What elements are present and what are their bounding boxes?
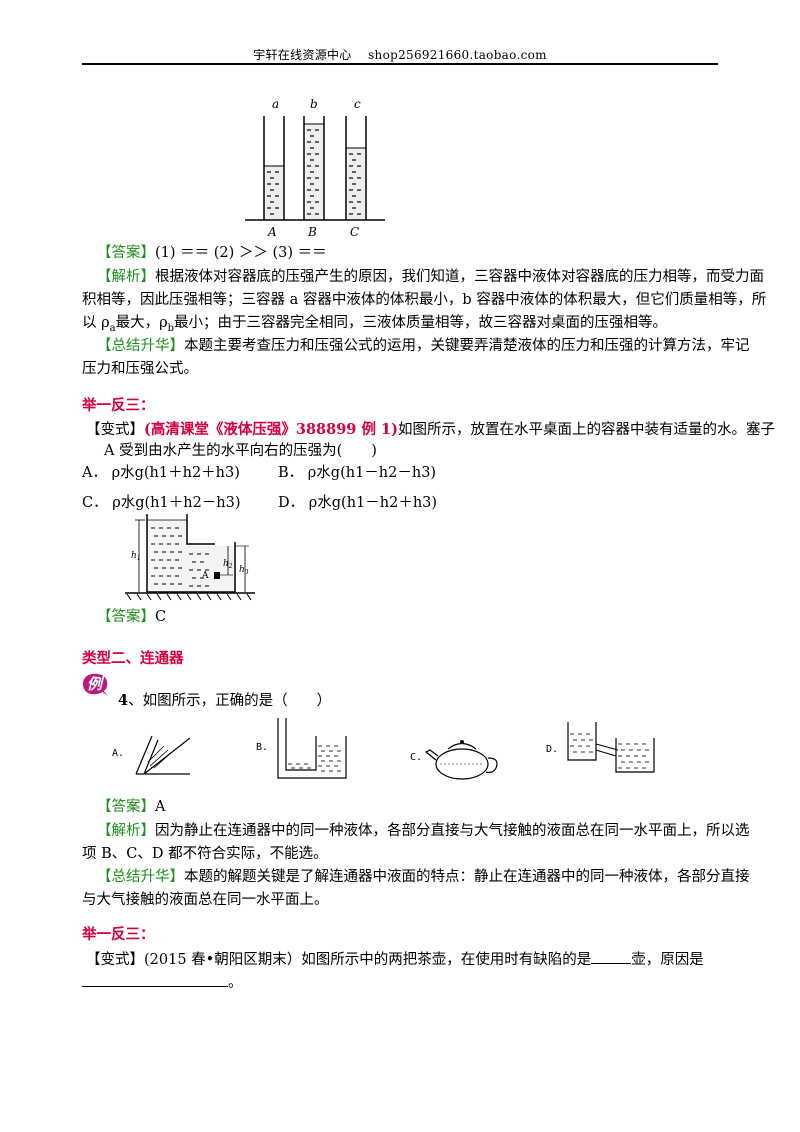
- h3-label: h3: [239, 565, 249, 576]
- question-text: 、如图所示，正确的是（ ）: [128, 693, 332, 709]
- header-rule: [82, 63, 718, 65]
- question-number: 4: [118, 692, 129, 709]
- blank-1[interactable]: [591, 949, 632, 964]
- subscript: a: [109, 322, 116, 334]
- option-text: ρ水g(h1－h2－h3): [307, 465, 437, 481]
- option-a: A． ρ水g(h1＋h2＋h3): [82, 464, 240, 482]
- tube-label-C: C: [350, 225, 359, 238]
- summary-3-line-1: 【总结升华】本题的解题关键是了解连通器中液面的特点：静止在连通器中的同一种液体，…: [97, 868, 750, 886]
- analysis-text: 积相等，因此压强相等；三容器 a 容器中液体的体积最小，b 容器中液体的体积最大…: [82, 292, 767, 308]
- option-label: B．: [278, 465, 304, 481]
- answer-tag: 【答案】: [97, 245, 155, 261]
- variant-source: (高清课堂《液体压强》388899 例 1): [144, 421, 398, 438]
- variant-tag: 【变式】: [86, 952, 144, 968]
- tube-label-B: B: [307, 225, 317, 238]
- analysis-tag: 【解析】: [97, 823, 155, 839]
- analysis-text: 最大，ρ: [115, 315, 168, 331]
- summary-text: 本题主要考查压力和压强公式的运用，关键要弄清楚液体的压力和压强的计算方法，牢记: [184, 338, 750, 354]
- section-juyifansan-2: 举一反三：: [82, 926, 155, 943]
- analysis-tag: 【解析】: [97, 269, 155, 285]
- option-text: ρ水g(h1－h2＋h3): [308, 495, 438, 511]
- page-header: 宇轩在线资源中心 shop256921660.taobao.com: [82, 46, 718, 63]
- blank-2[interactable]: [82, 972, 228, 987]
- analysis-3-line-1: 【解析】因为静止在连通器中的同一种液体，各部分直接与大气接触的液面总在同一水平面…: [97, 822, 750, 840]
- analysis-text: 最小；由于三容器完全相同，三液体质量相等，故三容器对桌面的压强相等。: [174, 315, 668, 331]
- option-text: ρ水g(h1＋h2－h3): [112, 495, 241, 511]
- example-badge: 例: [80, 672, 110, 696]
- plug-label: A: [201, 571, 209, 581]
- summary-1-line-2: 压力和压强公式。: [82, 360, 198, 378]
- connector-options-figure: A. B. C. D.: [110, 716, 670, 786]
- answer-tag: 【答案】: [97, 799, 155, 815]
- analysis-1-line-2: 积相等，因此压强相等；三容器 a 容器中液体的体积最小，b 容器中液体的体积最大…: [82, 291, 766, 309]
- summary-tag: 【总结升华】: [97, 338, 184, 354]
- option-label: C．: [82, 495, 108, 511]
- answer-3: 【答案】A: [97, 798, 165, 816]
- summary-tag: 【总结升华】: [97, 869, 184, 885]
- option-b: B． ρ水g(h1－h2－h3): [278, 464, 436, 482]
- analysis-1-line-3: 以 ρa最大，ρb最小；由于三容器完全相同，三液体质量相等，故三容器对桌面的压强…: [82, 314, 667, 338]
- variant-text: 。: [228, 975, 243, 991]
- variant-1-line-1: 【变式】(高清课堂《液体压强》388899 例 1)如图所示，放置在水平桌面上的…: [86, 421, 775, 439]
- summary-3-line-2: 与大气接触的液面总在同一水平面上。: [82, 891, 329, 909]
- answer-text: C: [155, 609, 167, 625]
- answer-tag: 【答案】: [97, 609, 155, 625]
- answer-1: 【答案】(1) ＝＝ (2) ＞＞ (3) ＝＝: [97, 244, 327, 262]
- example-badge-text: 例: [87, 675, 103, 693]
- option-text: ρ水g(h1＋h2＋h3): [111, 465, 240, 481]
- h1-label: h1: [131, 551, 141, 562]
- answer-text: (1) ＝＝ (2) ＞＞ (3) ＝＝: [155, 245, 327, 261]
- fig3-label-c: C.: [410, 752, 422, 763]
- summary-text: 本题的解题关键是了解连通器中液面的特点：静止在连通器中的同一种液体，各部分直接: [184, 869, 750, 885]
- three-tubes-figure: a b c A B C: [240, 96, 390, 238]
- summary-text: 与大气接触的液面总在同一水平面上。: [82, 892, 329, 908]
- analysis-3-line-2: 项 B、C、D 都不符合实际，不能选。: [82, 845, 328, 863]
- tube-label-A: A: [267, 225, 277, 238]
- analysis-text: 根据液体对容器底的压强产生的原因，我们知道，三容器中液体对容器底的压力相等，而受…: [155, 269, 764, 285]
- subscript: b: [167, 322, 175, 334]
- analysis-1-line-1: 【解析】根据液体对容器底的压强产生的原因，我们知道，三容器中液体对容器底的压力相…: [97, 268, 764, 286]
- option-label: D．: [278, 495, 305, 511]
- stepped-container-figure: A h1 h2 h3: [125, 510, 265, 602]
- tube-label-a: a: [272, 97, 279, 111]
- question-4: 4、如图所示，正确的是（ ）: [118, 692, 331, 710]
- variant-tag: 【变式】: [86, 422, 144, 438]
- variant-2-line-2: 。: [82, 972, 243, 992]
- option-label: A．: [82, 465, 107, 481]
- variant-text: 壶，原因是: [631, 952, 704, 968]
- variant-text: A 受到由水产生的水平向右的压强为( ): [104, 443, 377, 459]
- section-type-2-heading: 类型二、连通器: [82, 650, 184, 667]
- fig3-label-b: B.: [256, 742, 268, 753]
- analysis-text: 项 B、C、D 都不符合实际，不能选。: [82, 846, 328, 862]
- answer-text: A: [155, 799, 166, 815]
- section-juyifansan-1: 举一反三：: [82, 397, 155, 414]
- header-shop: shop256921660.taobao.com: [368, 48, 547, 62]
- fig3-label-d: D.: [546, 744, 558, 755]
- analysis-text: 因为静止在连通器中的同一种液体，各部分直接与大气接触的液面总在同一水平面上，所以…: [155, 823, 750, 839]
- fig3-label-a: A.: [112, 748, 124, 759]
- summary-1-line-1: 【总结升华】本题主要考查压力和压强公式的运用，关键要弄清楚液体的压力和压强的计算…: [97, 337, 750, 355]
- variant-1-line-2: A 受到由水产生的水平向右的压强为( ): [104, 442, 377, 460]
- summary-text: 压力和压强公式。: [82, 361, 198, 377]
- analysis-text: 以 ρ: [82, 315, 110, 331]
- variant-text: 如图所示，放置在水平桌面上的容器中装有适量的水。塞子: [397, 422, 775, 438]
- header-site: 宇轩在线资源中心: [253, 48, 352, 62]
- answer-2: 【答案】C: [97, 608, 166, 626]
- tube-label-b: b: [310, 97, 318, 111]
- option-d: D． ρ水g(h1－h2＋h3): [278, 494, 437, 512]
- option-c: C． ρ水g(h1＋h2－h3): [82, 494, 241, 512]
- variant-2-line-1: 【变式】(2015 春•朝阳区期末）如图所示中的两把茶壶，在使用时有缺陷的是 壶，…: [86, 949, 704, 969]
- tube-label-c: c: [354, 97, 361, 111]
- variant-text: (2015 春•朝阳区期末）如图所示中的两把茶壶，在使用时有缺陷的是: [144, 952, 592, 968]
- h2-label: h2: [223, 559, 233, 570]
